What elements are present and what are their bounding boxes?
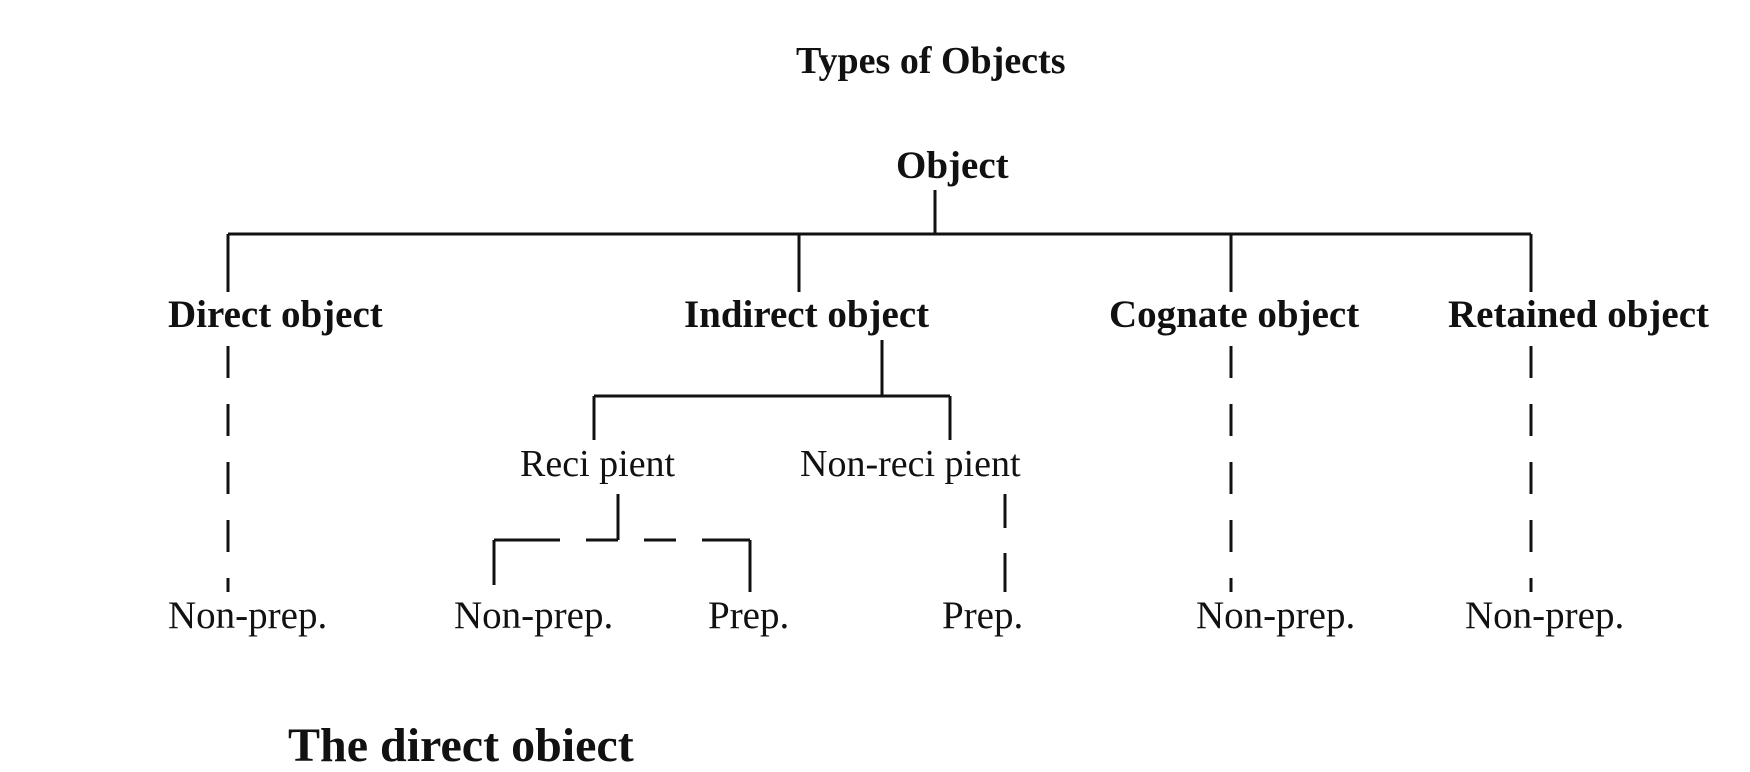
leaf-direct-non-prep: Non-prep. xyxy=(168,594,328,637)
section-heading-direct-object: The direct obiect xyxy=(288,719,634,772)
leaf-nonrecipient-prep: Prep. xyxy=(942,594,1024,637)
root-node-object: Object xyxy=(896,144,1009,187)
diagram-title: Types of Objects xyxy=(796,40,1066,82)
node-non-recipient: Non-reci pient xyxy=(800,443,1021,485)
node-recipient: Reci pient xyxy=(520,443,676,485)
node-indirect-object: Indirect object xyxy=(684,293,930,336)
node-cognate-object: Cognate object xyxy=(1109,293,1360,336)
leaf-cognate-non-prep: Non-prep. xyxy=(1196,594,1356,637)
node-retained-object: Retained object xyxy=(1448,293,1710,336)
leaf-recipient-non-prep: Non-prep. xyxy=(454,594,614,637)
leaf-retained-non-prep: Non-prep. xyxy=(1465,594,1625,637)
leaf-recipient-prep: Prep. xyxy=(708,594,790,637)
node-direct-object: Direct object xyxy=(168,293,383,336)
